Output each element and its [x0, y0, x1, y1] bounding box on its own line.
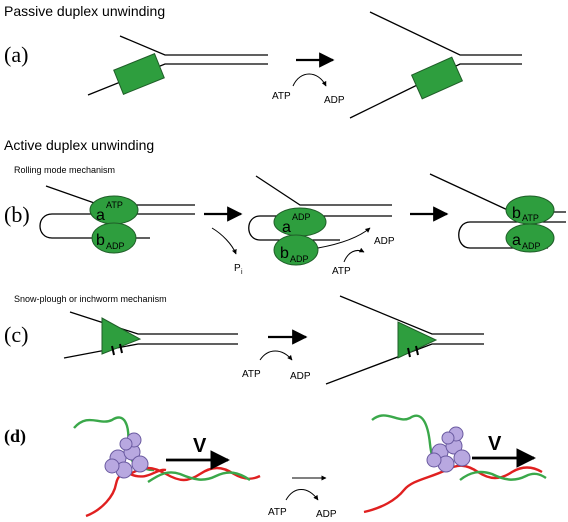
panel-a-helicase-right: [410, 56, 464, 100]
panel-a-atp-curve: [292, 73, 327, 87]
panel-b-middle-atp: ATP: [332, 266, 351, 277]
panel-d-atp: ATP: [268, 507, 287, 518]
panel-d-atp-curve: [285, 489, 319, 501]
panel-b-middle-adp: ADP: [374, 236, 395, 247]
panel-b-left-subunit-b: [91, 222, 137, 254]
panel-b-pi: P: [234, 263, 241, 274]
rolling-subtitle: Rolling mode mechanism: [14, 165, 115, 175]
panel-b-right-b: b: [512, 205, 521, 222]
active-section-title: Active duplex unwinding: [4, 137, 154, 153]
panel-c-atp-curve: [259, 350, 293, 361]
panel-d-right-green-helix: [459, 470, 547, 481]
panel-b-right-subunit-a: [505, 223, 555, 253]
snowplough-subtitle: Snow-plough or inchworm mechanism: [14, 294, 167, 304]
panel-d-right-helicase: [426, 426, 471, 473]
panel-d-left-red-helix: [129, 466, 261, 482]
panel-d-left-helicase: [104, 432, 149, 479]
panel-c-left-grips: [111, 343, 123, 356]
panel-b-pi-curve: [211, 227, 237, 255]
panel-b-right-b-tag: ATP: [522, 213, 539, 223]
panel-a-right-duplex: [349, 11, 522, 119]
panel-b-left-b: b: [96, 232, 105, 249]
panel-d-right-v: V: [488, 433, 502, 455]
panel-c-right-dna: [325, 295, 484, 385]
panel-c-right-grips: [407, 345, 419, 358]
panel-b-middle-subunit-b: [273, 234, 319, 266]
panel-c-atp: ATP: [242, 369, 261, 380]
panel-label-a: (a): [4, 42, 28, 67]
panel-b-middle-dna: [248, 175, 392, 241]
panel-d-right-red-strand: [363, 468, 447, 514]
panel-a-helicase-left: [113, 53, 165, 95]
panel-b-right-a-tag: ADP: [522, 241, 541, 251]
panel-a-left-duplex: [87, 35, 268, 96]
panel-b-left-a-tag: ATP: [106, 200, 123, 210]
panel-b-left-a: a: [96, 207, 105, 224]
panel-a-adp: ADP: [324, 95, 345, 106]
panel-b-middle-b: b: [280, 245, 289, 262]
panel-b-middle-a: a: [282, 219, 291, 236]
panel-c-left-dna: [63, 311, 238, 359]
panel-label-c: (c): [4, 322, 28, 347]
panel-b-middle-b-tag: ADP: [290, 254, 309, 264]
panel-b-middle-atp-curve: [343, 247, 365, 263]
passive-section-title: Passive duplex unwinding: [4, 3, 165, 19]
panel-label-b: (b): [4, 202, 30, 227]
panel-b-middle-a-tag: ADP: [292, 212, 311, 222]
panel-b-right-a: a: [512, 232, 521, 249]
panel-b-pi-sub: i: [241, 269, 243, 276]
panel-b-middle-adp-release: [317, 227, 371, 249]
panel-a-atp: ATP: [272, 91, 291, 102]
panel-d-adp: ADP: [316, 509, 337, 520]
panel-b-left-b-tag: ADP: [106, 241, 125, 251]
panel-label-d: (d): [4, 426, 26, 447]
panel-d-left-v: V: [193, 435, 207, 457]
panel-d-left-green-helix: [147, 471, 251, 483]
panel-c-adp: ADP: [290, 371, 311, 382]
